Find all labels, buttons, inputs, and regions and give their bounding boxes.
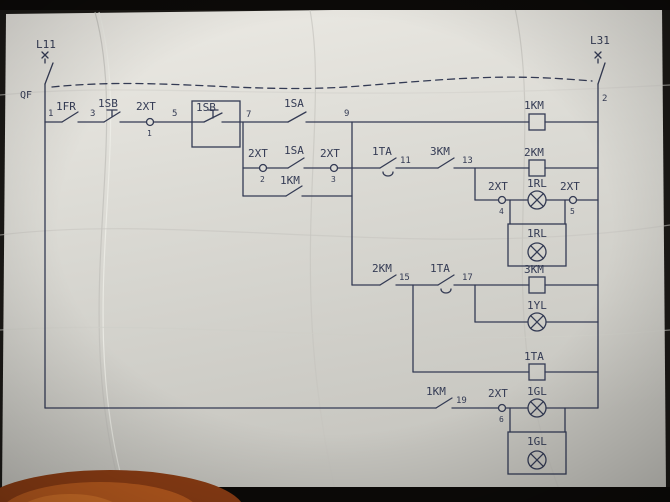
schematic-photo-canvas: L11 L31 QF 1 3 5 7 9 11 13 15 17 19 2 1F… xyxy=(0,0,670,502)
photo-of-schematic: L11 L31 QF 1 3 5 7 9 11 13 15 17 19 2 1F… xyxy=(0,0,670,502)
photo-vignette xyxy=(0,0,670,502)
